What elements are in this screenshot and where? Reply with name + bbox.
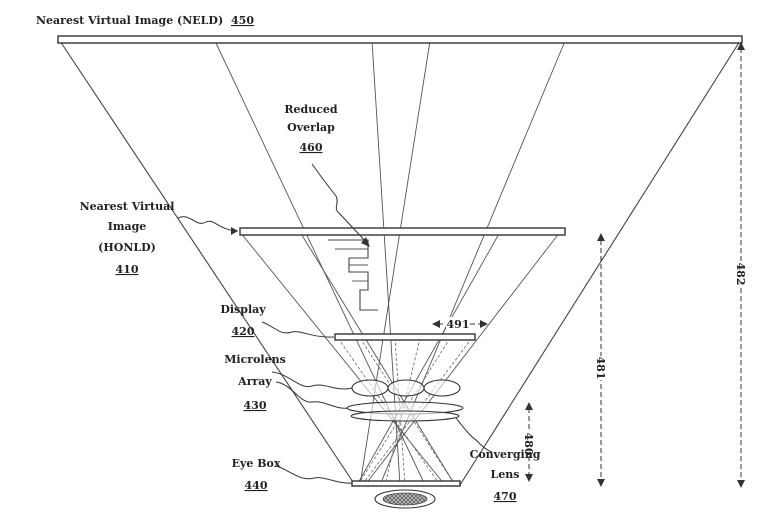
microlens-line2: Array [237,375,272,388]
neld-ref: 450 [231,14,254,27]
reduced-overlap-ref: 460 [300,141,323,154]
neld-label: Nearest Virtual Image (NELD) [36,14,223,27]
dimension-481: 481 [594,233,608,487]
dimension-491-label: 491 [447,318,470,331]
dimension-491: 491 [432,317,488,331]
eyebox-ref: 440 [245,479,268,492]
reduced-overlap-line2: Overlap [287,121,335,134]
display-plate [335,334,475,340]
pupil-hatch [383,493,427,505]
honeld-line1: Nearest Virtual [80,200,175,213]
dimension-480: 480 [522,402,536,482]
display-label: Display [220,303,266,316]
honeld-line3: (HONLD) [98,241,156,254]
dimension-482: 482 [734,42,748,488]
converging-ref: 470 [494,490,517,503]
converging-line1: Converging [470,448,541,461]
microlens-ref: 430 [244,399,267,412]
label-display: Display 420 [220,303,266,338]
label-neld: Nearest Virtual Image (NELD) 450 [36,14,254,27]
eyebox-label: Eye Box [232,457,281,470]
honeld-ref: 410 [116,263,139,276]
leader-lines [178,164,492,483]
neld-plane [58,36,742,43]
display-ref: 420 [232,325,255,338]
svg-text:Nearest Virtual Image (NELD): Nearest Virtual Image (NELD) 450 [36,14,254,27]
reduced-overlap-line1: Reduced [284,103,338,116]
label-honeld: Nearest Virtual Image (HONLD) 410 [80,200,175,276]
label-eyebox: Eye Box 440 [232,457,281,492]
dimension-482-label: 482 [734,263,747,286]
microlens-line1: Microlens [224,353,286,366]
label-reduced-overlap: Reduced Overlap 460 [284,103,338,154]
honeld-line2: Image [108,220,147,233]
converging-lens [347,402,463,421]
eye-box-plate [352,481,460,486]
reduced-overlap-steps [328,240,378,310]
honeld-plane [240,228,565,235]
dimension-481-label: 481 [594,357,607,380]
microlens-array [352,380,460,396]
converging-line2: Lens [491,468,520,481]
